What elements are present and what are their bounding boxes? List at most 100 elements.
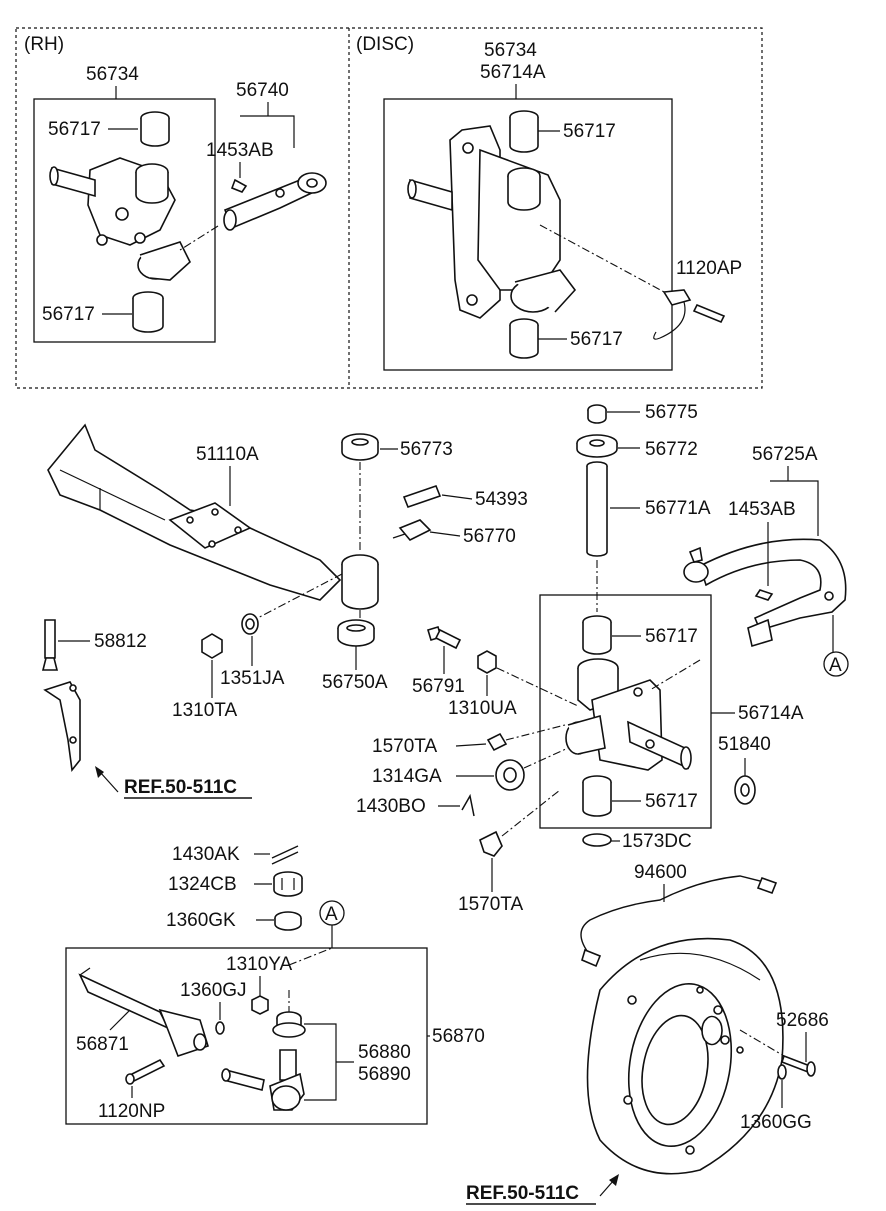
label-rh-56717-bot: 56717 — [42, 304, 95, 325]
label-56773: 56773 — [400, 439, 453, 460]
label-1570TA-upper: 1570TA — [372, 736, 437, 757]
label-rh-56740: 56740 — [236, 80, 289, 101]
disc-bushing-top — [509, 110, 539, 153]
label-56772: 56772 — [645, 439, 698, 460]
ball-joint-56880 — [272, 1011, 306, 1038]
label-disc-56717-top: 56717 — [563, 121, 616, 142]
label-56714A: 56714A — [738, 703, 804, 724]
label-1314GA: 1314GA — [372, 766, 442, 787]
label-1310TA: 1310TA — [172, 700, 237, 721]
top-section-frame — [15, 27, 763, 389]
washer-51840 — [734, 775, 756, 805]
ball-joint-56890 — [221, 1049, 305, 1111]
rh-knuckle-box — [33, 98, 216, 343]
label-52686: 52686 — [776, 1010, 829, 1031]
cap-56772 — [576, 434, 618, 458]
ref-bottom-arrow-icon — [609, 1174, 619, 1186]
callout-a-right — [823, 651, 849, 677]
washer-1360GG — [777, 1064, 787, 1080]
bolt-56791 — [427, 626, 462, 650]
label-56880: 56880 — [358, 1042, 411, 1063]
label-56871: 56871 — [76, 1034, 129, 1055]
steering-knuckle — [565, 658, 692, 771]
bushing-56770 — [392, 519, 432, 541]
kingpin-boss — [341, 554, 379, 610]
disc-knuckle — [407, 125, 577, 319]
bolt-1120NP — [125, 1058, 166, 1085]
rh-bushing-bottom — [132, 291, 164, 333]
label-disc-56717-bot: 56717 — [570, 329, 623, 350]
pin-1430BO — [461, 793, 475, 817]
label-disc-56734: 56734 — [484, 40, 537, 61]
rh-tie-rod-arm — [223, 172, 327, 231]
pin-1430AK — [271, 845, 299, 865]
label-56775: 56775 — [645, 402, 698, 423]
label-1430BO: 1430BO — [356, 796, 426, 817]
disc-knuckle-box — [383, 98, 673, 371]
label-1351JA: 1351JA — [220, 668, 285, 689]
tie-rod-56871 — [78, 967, 209, 1058]
bearing-56773 — [341, 433, 379, 461]
washer-1351JA — [241, 613, 259, 635]
label-1453AB: 1453AB — [728, 499, 796, 520]
label-disc-1120AP: 1120AP — [676, 258, 742, 279]
bolt-52686 — [780, 1054, 816, 1077]
label-disc-56714A: 56714A — [480, 62, 546, 83]
ref-left-arrow-icon — [95, 766, 104, 778]
kingpin-56771A — [586, 461, 608, 557]
bolt-54393 — [402, 484, 442, 509]
nut-1314GA — [495, 759, 525, 791]
label-1360GK: 1360GK — [166, 910, 236, 931]
washer-1360GK — [274, 911, 302, 931]
disc-bushing-bottom — [509, 318, 539, 359]
nut-1310UA — [477, 650, 497, 674]
ref-link-left[interactable]: REF.50-511C — [124, 777, 237, 798]
nipple-1570TA-upper — [486, 732, 508, 752]
bushing-56717-lower — [582, 775, 612, 817]
oring-1573DC — [582, 833, 612, 847]
label-94600: 94600 — [634, 862, 687, 883]
tie-rod-arm-56725A — [683, 538, 847, 648]
label-56791: 56791 — [412, 676, 465, 697]
callout-a-right-label: A — [829, 655, 842, 676]
label-51110A: 51110A — [196, 444, 259, 465]
rh-knuckle — [49, 111, 191, 281]
section-label-rh: (RH) — [24, 34, 64, 55]
label-56717-lower: 56717 — [645, 791, 698, 812]
bearing-56750A — [337, 619, 375, 647]
label-1430AK: 1430AK — [172, 844, 240, 865]
label-rh-56717-top: 56717 — [48, 119, 101, 140]
label-56890: 56890 — [358, 1064, 411, 1085]
label-56717-upper: 56717 — [645, 626, 698, 647]
knuckle-assy-box — [539, 594, 712, 829]
abs-sensor-94600 — [580, 875, 778, 968]
label-56770: 56770 — [463, 526, 516, 547]
key-1453AB — [754, 589, 774, 601]
nut-1310TA — [201, 633, 223, 659]
label-1360GJ: 1360GJ — [180, 980, 247, 1001]
callout-a-lower-label: A — [325, 904, 338, 925]
label-rh-1453AB: 1453AB — [206, 140, 274, 161]
nut-1310YA — [251, 995, 269, 1015]
castle-nut-1324CB — [273, 871, 303, 897]
hose-58812 — [41, 619, 81, 772]
label-1360GG: 1360GG — [740, 1112, 812, 1133]
axle-beam — [47, 423, 342, 601]
label-1310YA: 1310YA — [226, 954, 293, 975]
disc-sensor-bracket — [653, 289, 726, 340]
nipple-1570TA-lower — [479, 830, 503, 857]
label-56725A: 56725A — [752, 444, 818, 465]
label-1573DC: 1573DC — [622, 831, 692, 852]
washer-1360GJ — [215, 1021, 225, 1035]
label-56870: 56870 — [432, 1026, 485, 1047]
backing-plate — [586, 937, 784, 1175]
ref-link-bottom[interactable]: REF.50-511C — [466, 1183, 579, 1204]
label-1120NP: 1120NP — [98, 1101, 165, 1122]
bushing-56717-upper — [582, 615, 612, 655]
label-1570TA-lower: 1570TA — [458, 894, 523, 915]
label-58812: 58812 — [94, 631, 147, 652]
label-1324CB: 1324CB — [168, 874, 237, 895]
label-54393: 54393 — [475, 489, 528, 510]
label-1310UA: 1310UA — [448, 698, 517, 719]
